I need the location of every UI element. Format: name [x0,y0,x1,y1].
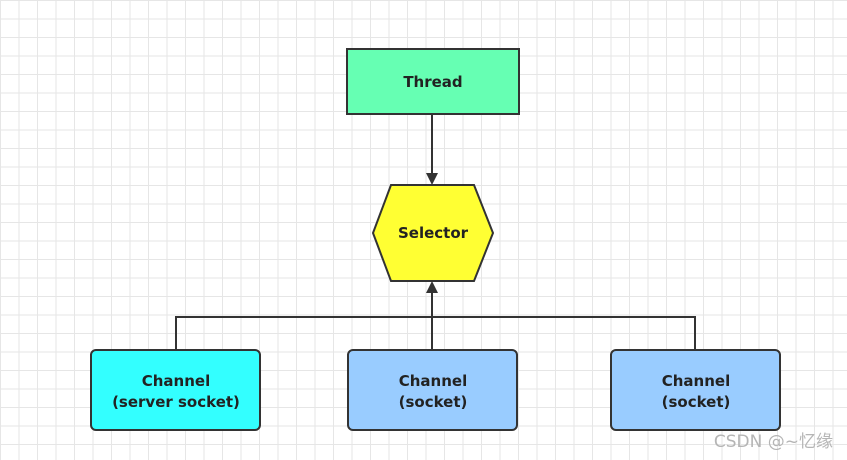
watermark-text: CSDN @~忆缘 [713,432,833,452]
channel-socket-node-1[interactable]: Channel (socket) [347,349,518,431]
channel-socket-2-line1: Channel [662,372,730,390]
edge-channels-bus [175,316,696,350]
channel-server-line1: Channel [142,372,210,390]
selector-label: Selector [398,224,469,242]
channel-server-line2: (server socket) [112,393,240,411]
channel-server-socket-node[interactable]: Channel (server socket) [90,349,261,431]
channel-socket-1-line1: Channel [399,372,467,390]
selector-node[interactable]: Selector [371,184,495,282]
channel-socket-2-line2: (socket) [662,393,731,411]
channel-socket-1-line2: (socket) [399,393,468,411]
channel-socket-node-2[interactable]: Channel (socket) [610,349,781,431]
thread-label: Thread [403,73,462,91]
thread-node[interactable]: Thread [346,48,520,115]
